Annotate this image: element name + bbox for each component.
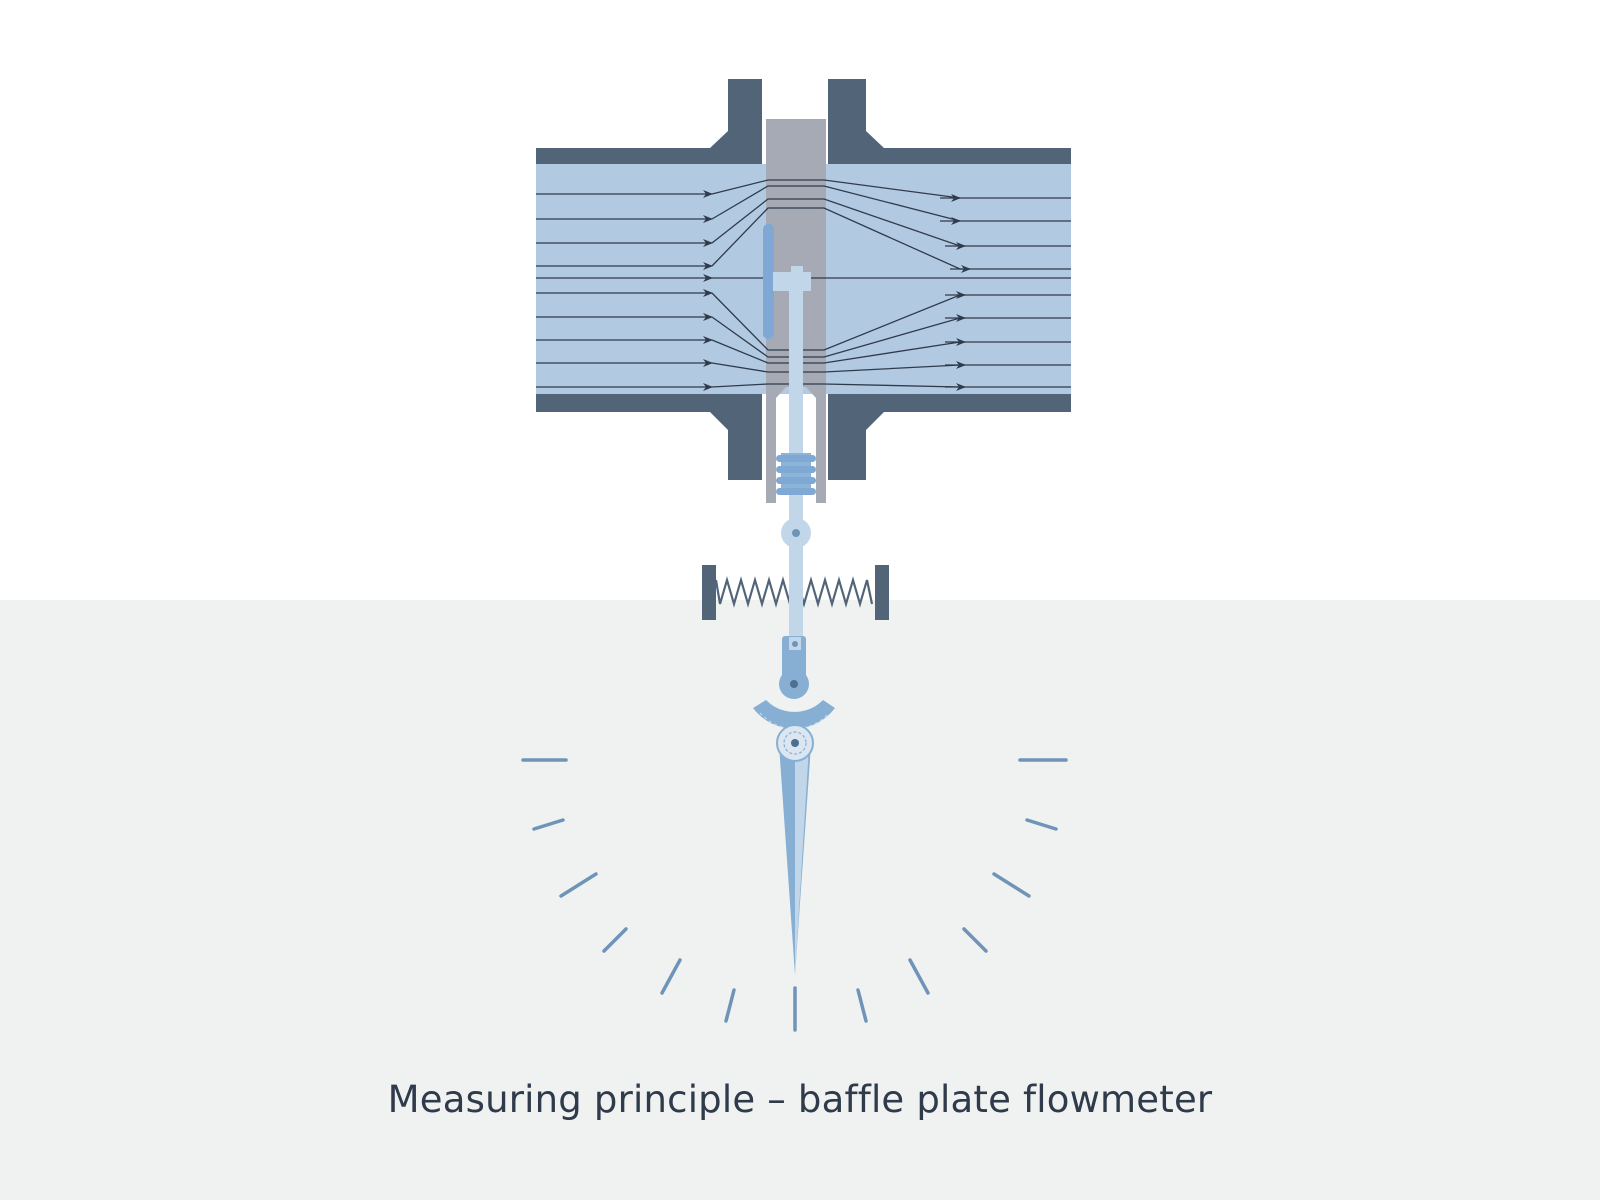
dial-tick <box>724 988 736 1023</box>
dial-tick <box>602 927 628 953</box>
flow-line <box>711 362 1071 373</box>
sector-gear <box>753 700 835 729</box>
spring-icon <box>702 560 889 640</box>
stem-over-spring <box>789 560 803 640</box>
pipe-top-wall-right <box>828 79 1071 164</box>
dial-tick <box>660 958 682 995</box>
flow-line <box>711 207 1071 270</box>
flow-line <box>711 339 1071 364</box>
dial-tick <box>962 927 988 953</box>
flow-line <box>711 316 1071 358</box>
pivot-pin <box>792 529 800 537</box>
flow-line <box>711 383 1071 388</box>
stem-head <box>791 266 803 274</box>
flow-line <box>711 292 1071 351</box>
dial-scale <box>521 758 1068 1032</box>
dial-tick <box>559 872 598 898</box>
needle-hub-pin <box>791 739 799 747</box>
spring-end-right <box>875 565 889 620</box>
pipe-top-wall <box>536 79 762 164</box>
needle-highlight <box>795 745 809 975</box>
pointer-assembly <box>753 636 835 975</box>
diagram-caption: Measuring principle – baffle plate flowm… <box>387 1078 1213 1121</box>
pipe-bottom-wall-right <box>828 394 1071 480</box>
chamber-lower-housing <box>766 387 826 503</box>
dial-tick <box>532 818 565 831</box>
spring-end-left <box>702 565 716 620</box>
flow-line <box>711 198 1071 247</box>
needle-hub-ring <box>783 731 807 755</box>
dial-tick <box>908 958 930 995</box>
pipe-bottom-wall <box>536 394 762 480</box>
lever-pivot-pin <box>790 680 798 688</box>
flow-line <box>711 185 1071 222</box>
dial-tick <box>856 988 868 1023</box>
pipe <box>536 79 1071 480</box>
flow-line <box>711 179 1071 199</box>
dial-tick <box>1025 818 1058 831</box>
stem-crossbar <box>773 272 811 291</box>
baffle-plate <box>763 224 774 339</box>
link-pin <box>792 641 798 647</box>
dial-tick <box>992 872 1031 898</box>
bellows <box>776 453 816 495</box>
